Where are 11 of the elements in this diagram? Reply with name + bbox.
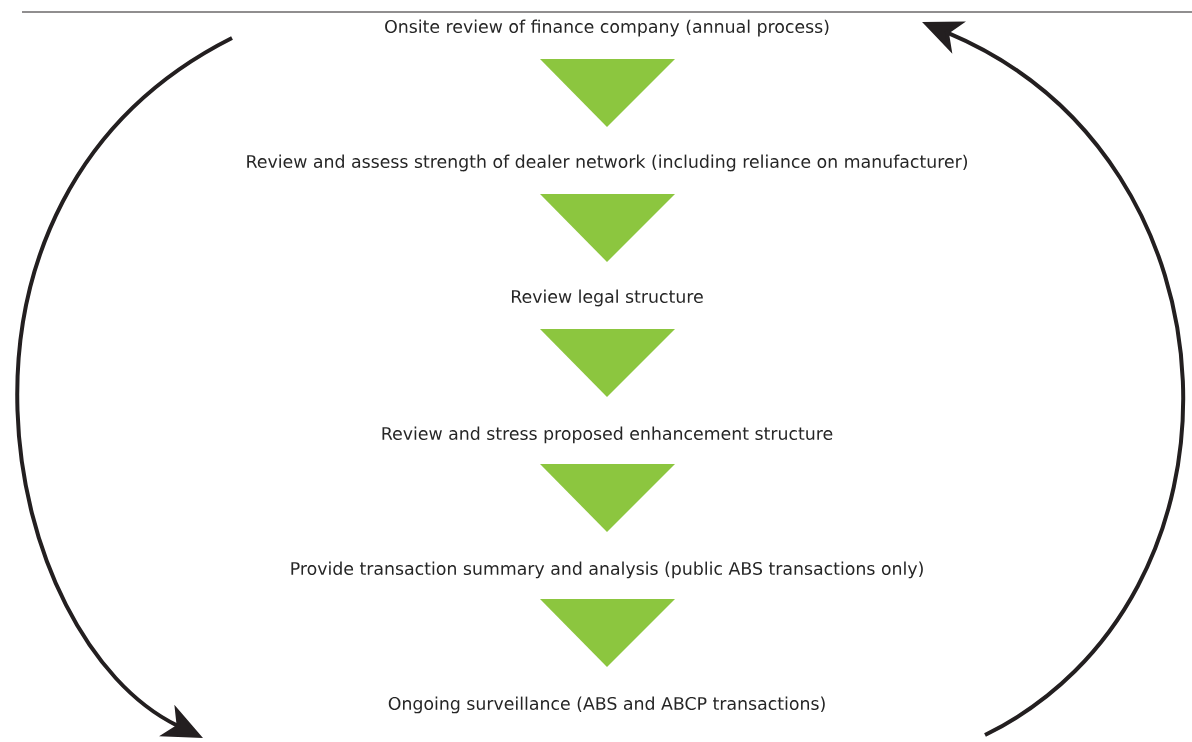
step-text: Review and stress proposed enhancement structure [382, 426, 833, 444]
step-text: Onsite review of finance company (annual process) [385, 19, 829, 37]
arrow [540, 59, 675, 127]
arrow [540, 329, 675, 397]
arrow [540, 599, 675, 667]
arrow [540, 464, 675, 532]
step-text: Ongoing surveillance (ABS and ABCP transactions) [388, 696, 825, 714]
arrow [540, 194, 675, 262]
step-text: Review legal structure [512, 289, 703, 307]
step-text: Provide transaction summary and analysis (public ABS transactions only) [291, 561, 923, 579]
step-text: Review and assess strength of dealer network (including reliance on manufacturer) [247, 154, 967, 172]
